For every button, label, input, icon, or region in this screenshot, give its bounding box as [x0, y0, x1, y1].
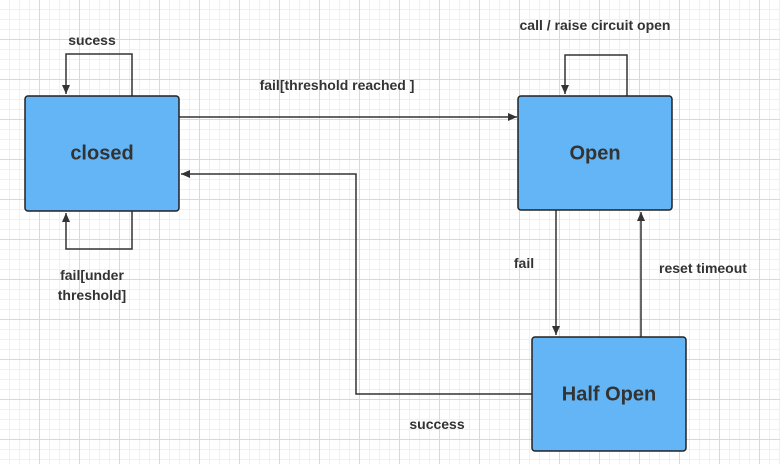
node-closed-label: closed — [70, 142, 133, 164]
edge-closed-self-bottom — [62, 211, 133, 250]
node-closed-box — [24, 95, 180, 212]
label-open-to-half-open: fail — [514, 255, 534, 271]
node-half-open-box — [531, 336, 687, 452]
label-closed-self-top: sucess — [68, 32, 116, 48]
label-closed-self-bottom-line1: fail[under — [60, 267, 124, 283]
node-open[interactable]: Open — [517, 95, 673, 211]
node-open-box — [517, 95, 673, 211]
label-closed-to-open: fail[threshold reached ] — [260, 77, 415, 93]
edge-open-self — [561, 54, 628, 96]
node-half-open-label: Half Open — [562, 383, 656, 405]
node-half-open[interactable]: Half Open — [531, 336, 687, 452]
node-open-label: Open — [569, 142, 620, 164]
label-open-self: call / raise circuit open — [520, 17, 671, 33]
edge-closed-self-top — [62, 53, 133, 96]
node-closed[interactable]: closed — [24, 95, 180, 212]
edges — [62, 53, 645, 395]
edge-labels: sucess fail[threshold reached ] call / r… — [58, 17, 748, 432]
edge-half-open-to-closed — [181, 170, 532, 395]
label-closed-self-bottom-line2: threshold] — [58, 287, 126, 303]
label-half-open-to-open: reset timeout — [659, 260, 747, 276]
label-half-open-to-closed: success — [409, 416, 464, 432]
